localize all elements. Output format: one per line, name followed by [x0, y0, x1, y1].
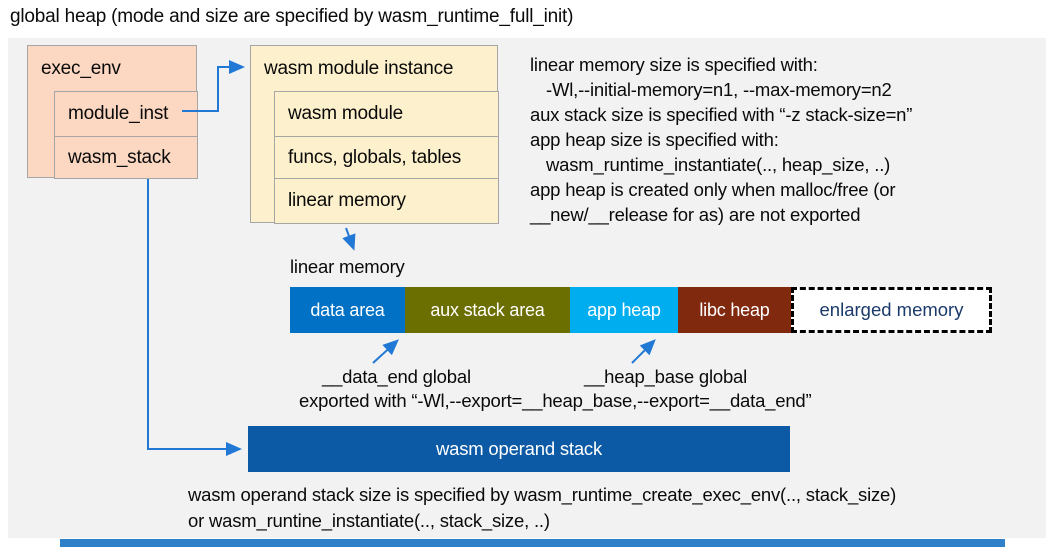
wasm-stack-box: wasm_stack — [54, 136, 198, 179]
wasm-module-instance-box: wasm module instance wasm module funcs, … — [250, 45, 499, 224]
export-flags-label: exported with “-Wl,--export=__heap_base,… — [299, 390, 812, 411]
wasm-operand-stack-bar: wasm operand stack — [248, 426, 790, 472]
wasm-module-instance-title: wasm module instance — [264, 57, 454, 79]
linear-memory-label: linear memory — [290, 256, 405, 277]
note-line: linear memory size is specified with: — [530, 54, 818, 75]
operand-stack-note-line2: or wasm_runtine_instantiate(.., stack_si… — [188, 510, 550, 531]
linear-memory-row-box: linear memory — [274, 178, 499, 224]
enlarged-memory-segment: enlarged memory — [791, 287, 992, 333]
heap-base-global-label: __heap_base global — [584, 366, 748, 387]
note-line: app heap size is specified with: — [530, 129, 779, 150]
exec-env-box: exec_env module_inst wasm_stack — [27, 45, 198, 179]
note-line: aux stack size is specified with “-z sta… — [530, 104, 913, 125]
wasm-module-box: wasm module — [274, 91, 499, 137]
funcs-globals-tables-box: funcs, globals, tables — [274, 136, 499, 179]
operand-stack-note-line1: wasm operand stack size is specified by … — [188, 484, 897, 505]
module-inst-box: module_inst — [54, 91, 198, 137]
note-line: __new/__release for as) are not exported — [530, 204, 861, 225]
app-heap-segment: app heap — [570, 287, 678, 333]
diagram-title: global heap (mode and size are specified… — [10, 6, 574, 27]
data-end-global-label: __data_end global — [322, 366, 471, 387]
note-line: -Wl,--initial-memory=n1, --max-memory=n2 — [546, 79, 892, 100]
note-line: app heap is created only when malloc/fre… — [530, 179, 896, 200]
libc-heap-segment: libc heap — [678, 287, 791, 333]
note-line: wasm_runtime_instantiate(.., heap_size, … — [546, 154, 891, 175]
size-notes: linear memory size is specified with: -W… — [530, 54, 912, 229]
exec-env-title: exec_env — [41, 57, 121, 79]
footer-accent-bar — [60, 539, 1005, 547]
aux-stack-area-segment: aux stack area — [405, 287, 570, 333]
data-area-segment: data area — [290, 287, 405, 333]
